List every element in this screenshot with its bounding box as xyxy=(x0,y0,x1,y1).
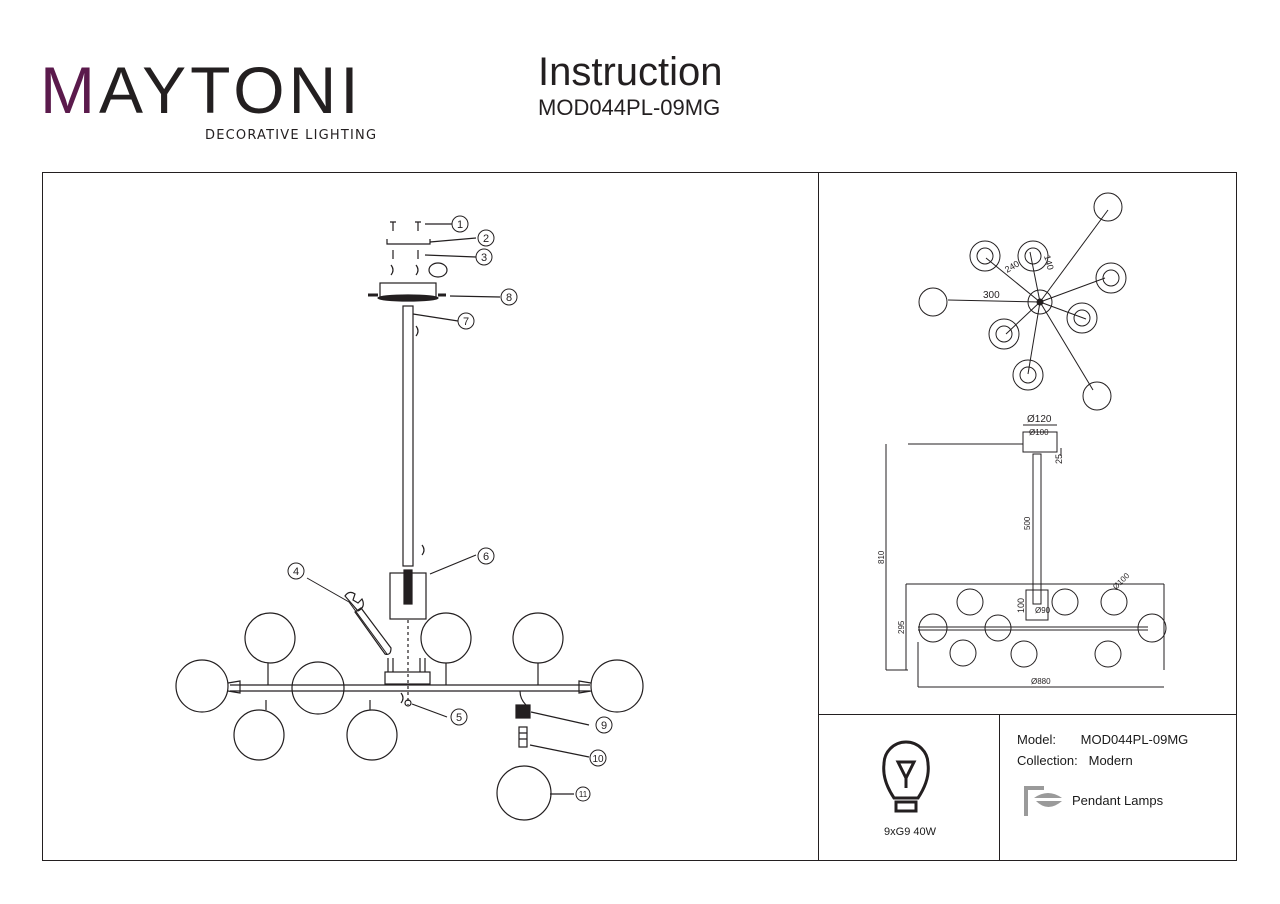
callout-7: 7 xyxy=(463,316,469,328)
callout-2: 2 xyxy=(483,233,489,245)
technical-drawing: 240 140 300 Ø120 Ø100 25 500 810 100 Ø90… xyxy=(877,192,1167,688)
callout-11: 11 xyxy=(579,790,588,799)
dim-body-height: 295 xyxy=(897,620,906,634)
callout-8: 8 xyxy=(506,292,512,304)
dim-rod-length: 500 xyxy=(1023,516,1032,530)
dim-arm-length: 240 xyxy=(1003,259,1021,275)
callout-4: 4 xyxy=(293,566,299,578)
dim-overall-diameter: Ø880 xyxy=(1031,677,1051,686)
collection-label: Collection: xyxy=(1017,753,1078,768)
dim-total-height: 810 xyxy=(877,550,886,564)
model-label: Model: xyxy=(1017,732,1057,747)
dim-canopy-inner: Ø100 xyxy=(1029,428,1049,437)
collection-row: Collection: Modern xyxy=(1017,753,1133,768)
logo-wordmark: MAYTONI xyxy=(40,53,363,127)
model-code: MOD044PL-09MG xyxy=(538,95,721,120)
divider xyxy=(999,714,1001,861)
callout-6: 6 xyxy=(483,551,489,563)
callout-10: 10 xyxy=(592,754,604,765)
model-value: MOD044PL-09MG xyxy=(1080,732,1189,747)
dim-arm-offset: 140 xyxy=(1042,254,1056,271)
pendant-lamp-icon xyxy=(1024,786,1062,816)
lamp-spec: 9xG9 40W xyxy=(884,826,936,838)
callout-9: 9 xyxy=(601,720,607,732)
brand-logo: MAYTONI DECORATIVE LIGHTING xyxy=(40,48,400,148)
product-type: Pendant Lamps xyxy=(1072,793,1164,808)
light-bulb-icon xyxy=(882,740,930,813)
dim-block-width: Ø90 xyxy=(1035,606,1051,615)
assembly-drawing: 1 2 3 4 5 6 7 8 9 10 11 xyxy=(175,215,644,821)
callout-1: 1 xyxy=(457,219,463,231)
callout-3: 3 xyxy=(481,252,487,264)
dim-globe-diameter: Ø100 xyxy=(1111,571,1132,592)
page-title: Instruction xyxy=(538,50,723,94)
logo-tagline: DECORATIVE LIGHTING xyxy=(205,128,378,143)
model-row: Model: MOD044PL-09MG xyxy=(1017,732,1188,747)
divider xyxy=(818,714,1237,716)
divider xyxy=(818,172,820,861)
dim-block-height: 100 xyxy=(1016,598,1026,613)
collection-value: Modern xyxy=(1088,753,1133,768)
callout-5: 5 xyxy=(456,712,462,724)
instruction-frame xyxy=(42,172,1237,861)
dim-canopy-height: 25 xyxy=(1054,454,1064,464)
dim-canopy-outer: Ø120 xyxy=(1027,414,1052,425)
dim-arm-horizontal: 300 xyxy=(983,290,1000,301)
